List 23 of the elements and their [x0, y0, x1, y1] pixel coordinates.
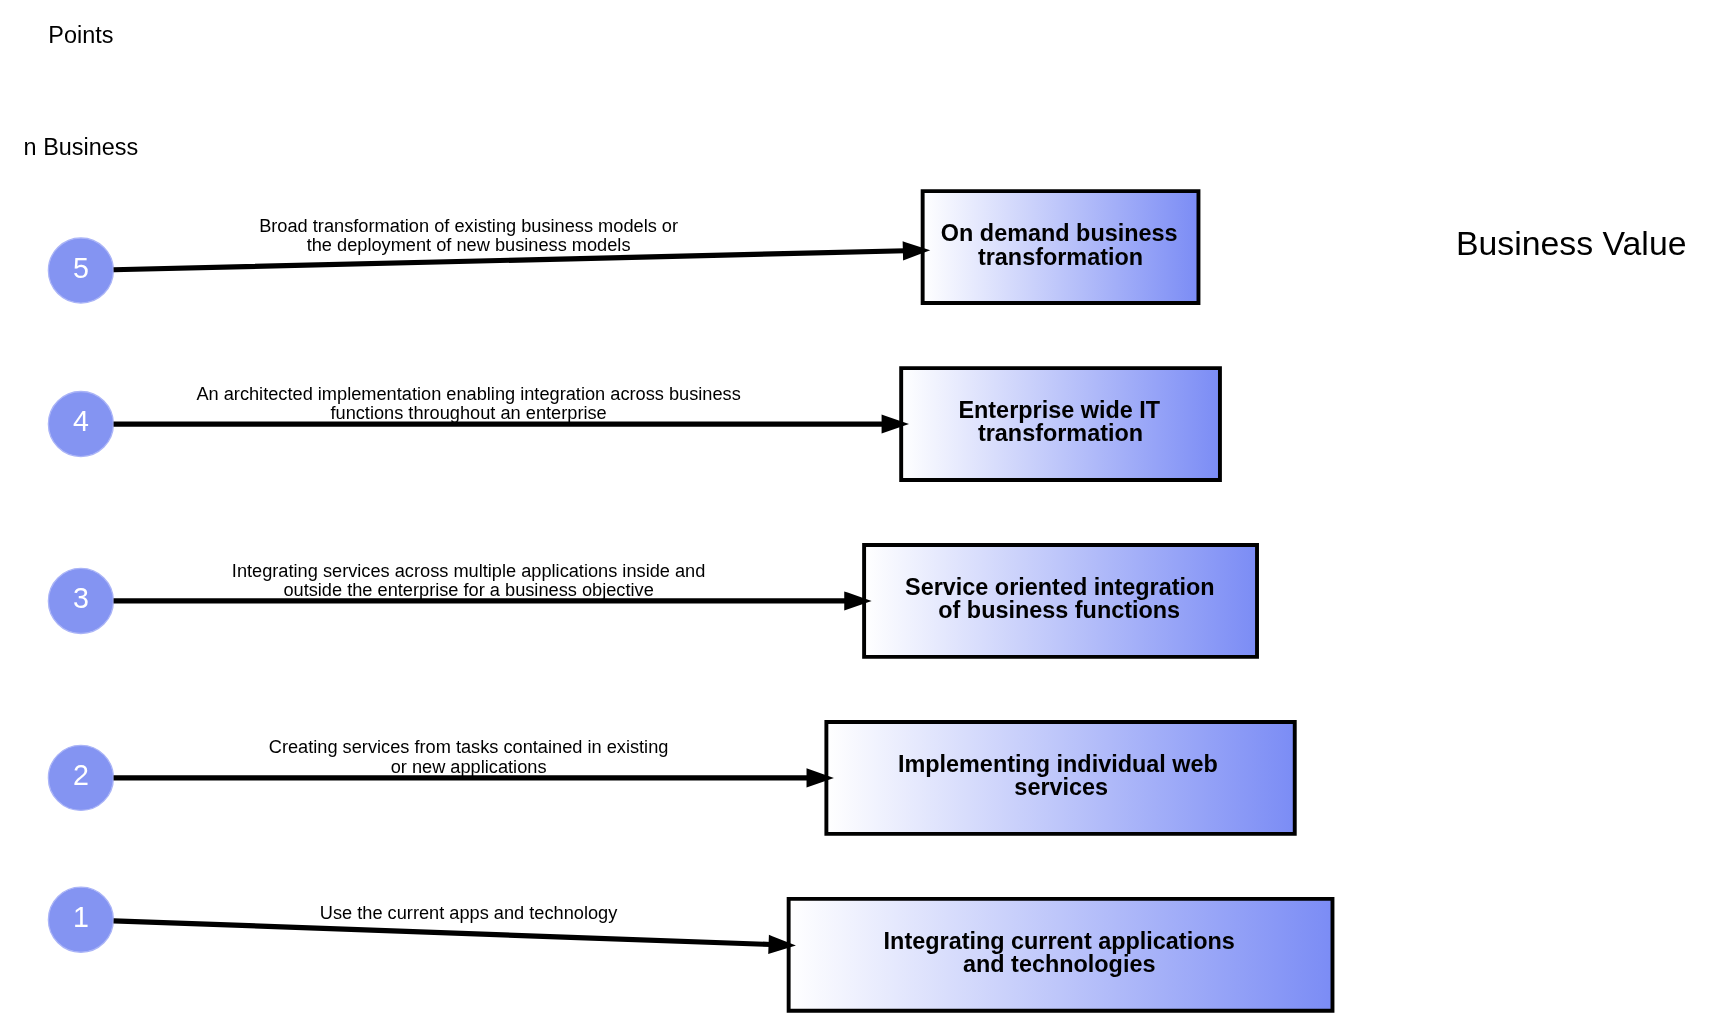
edge-label: An architected implementation enabling integration across business functions throughout an enterprise: [196, 383, 741, 423]
label: Points: [48, 21, 114, 48]
arrow: [113, 240, 931, 272]
node-box: Service oriented integration of business functions: [862, 542, 1259, 659]
node-circle: 2: [47, 744, 115, 811]
label: Business Value: [1455, 223, 1687, 262]
node-circle: 3: [47, 567, 115, 634]
arrow: [113, 413, 909, 434]
node-box: Enterprise wide IT transformation: [899, 365, 1222, 482]
node-circle: 1: [47, 886, 115, 953]
node-box: On demand business transformation: [920, 188, 1201, 305]
edge-label: Creating services from tasks contained in existing or new applications: [268, 736, 669, 777]
edge-label: Broad transformation of existing business models or the deployment of new business models: [259, 215, 679, 255]
node-circle: 5: [47, 236, 115, 304]
arrow: [113, 767, 834, 787]
arrow: [113, 590, 872, 611]
node-box: Integrating current applications and technologies: [786, 896, 1335, 1013]
node-box: Implementing individual web services: [824, 719, 1297, 836]
label: n Business: [23, 133, 139, 160]
edge-label: Use the current apps and technology: [319, 902, 618, 923]
edge-label: Integrating services across multiple applications inside and outside the enterprise for a business objective: [231, 560, 706, 600]
node-circle: 4: [47, 390, 115, 457]
arrow: [113, 917, 796, 954]
